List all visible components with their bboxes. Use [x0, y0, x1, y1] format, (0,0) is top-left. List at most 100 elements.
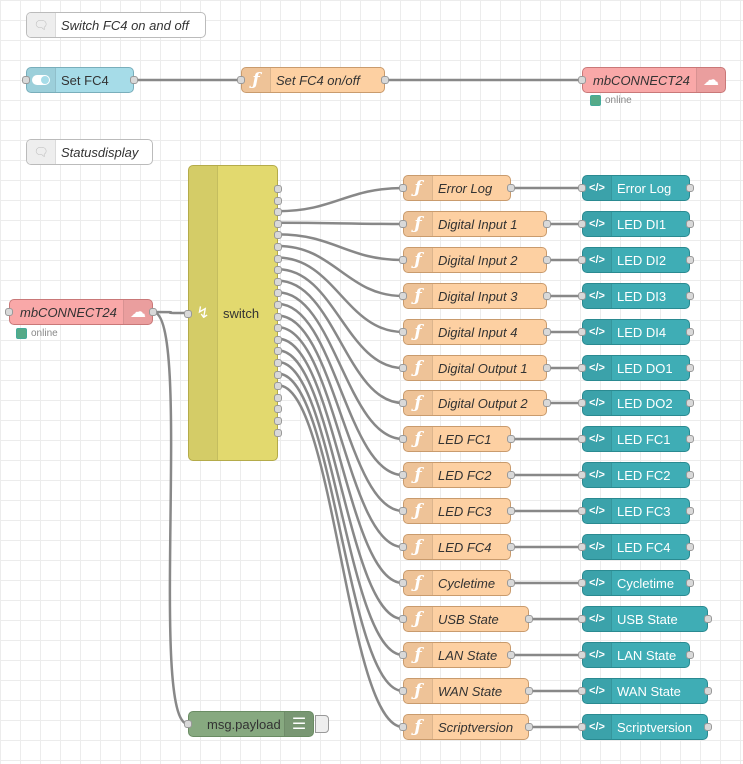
input-port[interactable] [578, 615, 586, 623]
wire-switch-to-function[interactable] [277, 244, 404, 298]
wire-switch-to-function[interactable] [277, 325, 404, 549]
mbconnect-in-node[interactable]: mbCONNECT24 ☁ [5, 299, 157, 325]
template-node[interactable]: </>LED FC1 [578, 426, 694, 452]
wire-switch-to-function[interactable] [277, 221, 404, 226]
output-port[interactable] [381, 76, 389, 84]
output-port[interactable] [686, 328, 694, 336]
switch-output-port[interactable] [274, 185, 282, 193]
output-port[interactable] [686, 543, 694, 551]
output-port[interactable] [507, 651, 515, 659]
input-port[interactable] [578, 328, 586, 336]
input-port[interactable] [399, 220, 407, 228]
wire-switch-to-function[interactable] [277, 360, 404, 657]
input-port[interactable] [399, 292, 407, 300]
output-port[interactable] [704, 723, 712, 731]
output-port[interactable] [543, 364, 551, 372]
wire-switch-to-function[interactable] [277, 337, 404, 585]
output-port[interactable] [507, 435, 515, 443]
switch-output-port[interactable] [274, 417, 282, 425]
input-port[interactable] [399, 543, 407, 551]
output-port[interactable] [686, 184, 694, 192]
switch-output-port[interactable] [274, 196, 282, 205]
mbconnect-out-node[interactable]: mbCONNECT24 ☁ [578, 67, 726, 93]
switch-output-port[interactable] [274, 301, 282, 309]
output-port[interactable] [543, 292, 551, 300]
wire-switch-to-function[interactable] [277, 291, 404, 441]
output-port[interactable] [130, 76, 138, 84]
inject-node-set-fc4[interactable]: Set FC4 [22, 67, 138, 93]
template-node[interactable]: </>LED DI3 [578, 283, 694, 309]
switch-output-port[interactable] [274, 359, 282, 367]
input-port[interactable] [399, 651, 407, 659]
input-port[interactable] [578, 399, 586, 407]
switch-output-port[interactable] [274, 370, 282, 379]
input-port[interactable] [578, 651, 586, 659]
output-port[interactable] [507, 543, 515, 551]
input-port[interactable] [578, 579, 586, 587]
output-port[interactable] [507, 507, 515, 515]
output-port[interactable] [686, 220, 694, 228]
wire-switch-to-function[interactable] [277, 372, 404, 693]
wire-switch-to-function[interactable] [277, 267, 404, 370]
switch-node[interactable]: ↯ switch [184, 165, 282, 461]
wire-switch-to-function[interactable] [277, 314, 404, 513]
input-port[interactable] [578, 687, 586, 695]
input-port[interactable] [578, 507, 586, 515]
output-port[interactable] [686, 471, 694, 479]
output-port[interactable] [149, 308, 157, 316]
output-port[interactable] [525, 615, 533, 623]
wire-switch-to-function[interactable] [277, 279, 404, 405]
template-node[interactable]: </>LED FC3 [578, 498, 694, 524]
template-node[interactable]: </>LAN State [578, 642, 694, 668]
switch-output-port[interactable] [274, 266, 282, 275]
comment-node-statusdisplay[interactable]: 🗨 Statusdisplay [26, 139, 153, 165]
input-port[interactable] [399, 435, 407, 443]
wire-switch-to-function[interactable] [277, 383, 404, 729]
output-port[interactable] [507, 184, 515, 192]
template-node[interactable]: </>USB State [578, 606, 712, 632]
input-port[interactable] [399, 328, 407, 336]
template-node[interactable]: </>LED DO1 [578, 355, 694, 381]
wire-source-to-switch[interactable] [152, 310, 189, 315]
input-port[interactable] [578, 76, 586, 84]
wire-source-to-debug[interactable] [152, 310, 189, 726]
switch-output-port[interactable] [274, 382, 282, 391]
switch-output-port[interactable] [274, 243, 282, 251]
wire-switch-to-function[interactable] [277, 233, 404, 262]
output-port[interactable] [686, 292, 694, 300]
output-port[interactable] [543, 328, 551, 336]
input-port[interactable] [399, 723, 407, 731]
template-node[interactable]: </>LED FC4 [578, 534, 694, 560]
template-node[interactable]: </>WAN State [578, 678, 712, 704]
input-port[interactable] [237, 76, 245, 84]
input-port[interactable] [184, 310, 192, 318]
output-port[interactable] [686, 256, 694, 264]
output-port[interactable] [686, 399, 694, 407]
debug-node-msg-payload[interactable]: msg.payload ☰ [184, 711, 329, 737]
output-port[interactable] [686, 364, 694, 372]
input-port[interactable] [399, 687, 407, 695]
output-port[interactable] [507, 579, 515, 587]
output-port[interactable] [686, 507, 694, 515]
switch-output-port[interactable] [274, 393, 282, 402]
input-port[interactable] [578, 435, 586, 443]
input-port[interactable] [399, 507, 407, 515]
template-node[interactable]: </>Scriptversion [578, 714, 712, 740]
comment-node-switch-fc4[interactable]: 🗨 Switch FC4 on and off [26, 12, 206, 38]
template-node[interactable]: </>LED DO2 [578, 390, 694, 416]
input-port[interactable] [399, 184, 407, 192]
input-port[interactable] [578, 543, 586, 551]
input-port[interactable] [578, 364, 586, 372]
template-node[interactable]: </>LED DI2 [578, 247, 694, 273]
